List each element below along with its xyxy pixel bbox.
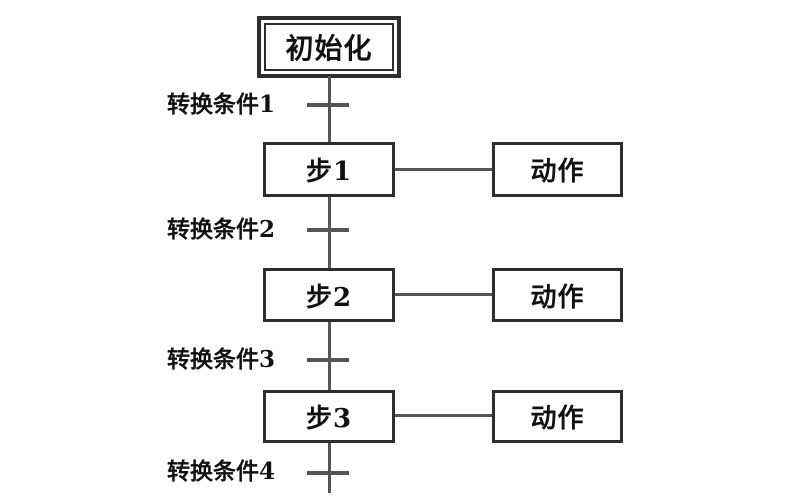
flow-line-segment-1 — [328, 76, 331, 142]
action-box-2: 动作 — [492, 268, 623, 322]
step-label-2: 步2 — [305, 282, 353, 313]
initial-step-inner-border: 初始化 — [264, 23, 394, 71]
step-box-1: 步1 — [263, 142, 395, 197]
transition-label-3: 转换条件3 — [167, 346, 276, 373]
action-connector-2 — [395, 293, 492, 296]
flow-line-segment-2 — [328, 197, 331, 268]
transition-tick-2 — [307, 228, 349, 232]
action-box-3: 动作 — [492, 390, 623, 443]
initial-step-box: 初始化 — [257, 16, 401, 78]
action-connector-3 — [395, 414, 492, 417]
step-box-3: 步3 — [263, 390, 395, 443]
transition-label-2: 转换条件2 — [167, 216, 276, 243]
transition-tick-3 — [307, 358, 349, 362]
action-label-2: 动作 — [530, 282, 585, 313]
action-label-1: 动作 — [530, 157, 585, 187]
initial-step-label: 初始化 — [285, 32, 373, 65]
step-label-1: 步1 — [305, 157, 353, 187]
action-connector-1 — [395, 168, 492, 171]
flow-line-segment-3 — [328, 322, 331, 390]
flow-line-segment-4 — [328, 443, 331, 493]
transition-label-1: 转换条件1 — [167, 91, 276, 118]
step-box-2: 步2 — [263, 268, 395, 322]
action-label-3: 动作 — [530, 404, 585, 434]
transition-tick-4 — [307, 471, 349, 475]
transition-tick-1 — [307, 103, 349, 107]
transition-label-4: 转换条件4 — [167, 458, 276, 485]
action-box-1: 动作 — [492, 142, 623, 197]
step-label-3: 步3 — [305, 404, 353, 434]
